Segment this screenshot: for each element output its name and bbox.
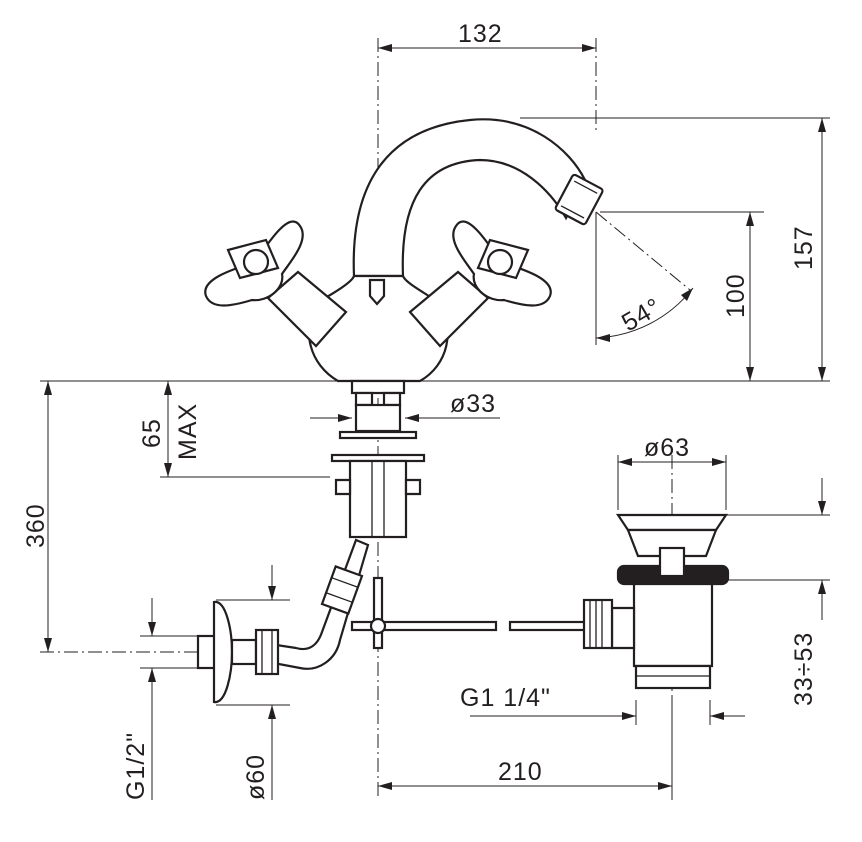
dim-o60: ø60	[242, 754, 270, 800]
dim-210: 210	[498, 758, 543, 786]
mounting-assembly	[196, 379, 588, 704]
dim-157: 157	[790, 225, 818, 270]
dim-o33: ø33	[450, 390, 496, 418]
dim-g12: G1/2"	[122, 732, 150, 800]
dim-angle: 54°	[617, 293, 666, 338]
faucet-body	[204, 118, 604, 383]
dim-g1-14: G1 1/4"	[460, 684, 551, 712]
dimension-lines	[44, 44, 826, 800]
waste-drain	[582, 513, 730, 690]
dim-o63: ø63	[644, 434, 690, 462]
extension-lines	[40, 117, 830, 800]
dimension-labels: 132 157 100 54° ø33 65 MAX 360 ø63 33÷53…	[22, 20, 818, 800]
dim-132: 132	[458, 20, 503, 48]
dim-33-53: 33÷53	[790, 632, 818, 706]
dim-100: 100	[722, 273, 750, 318]
dim-65: 65	[138, 418, 166, 448]
dim-max: MAX	[174, 403, 202, 460]
dim-360: 360	[22, 503, 50, 548]
